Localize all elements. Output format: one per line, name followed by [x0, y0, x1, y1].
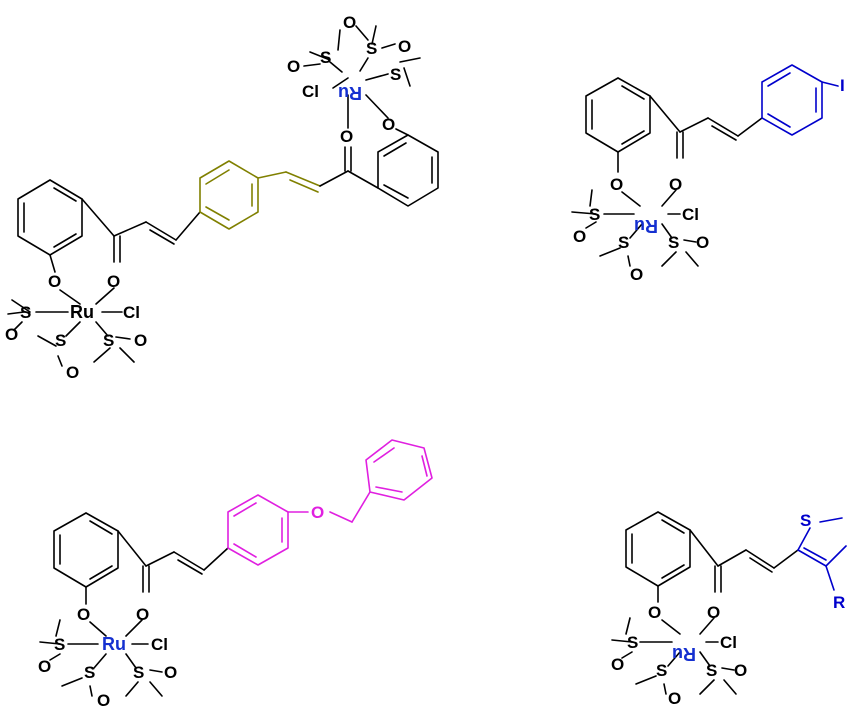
lower-ru-center: O O Ru Cl S O S O S O [5, 272, 147, 382]
sulfur-label: S [366, 39, 377, 58]
sulfur-label: S [800, 511, 811, 530]
oxygen-label: O [164, 663, 177, 682]
oxygen-label: O [630, 265, 643, 284]
central-benzene-linker [199, 160, 321, 230]
sulfur-label: S [627, 633, 638, 652]
ruthenium-inverted-label: Ru [634, 216, 658, 236]
left-phenol-ring [17, 179, 201, 273]
phenol-ring [53, 512, 229, 605]
residue-label: R [833, 593, 845, 612]
chlorine-label: Cl [151, 635, 168, 654]
sulfur-label: S [133, 663, 144, 682]
molecule-benzyloxy-chalcone-complex: O O O Ru Cl S O [38, 439, 433, 706]
oxygen-label: O [38, 657, 51, 676]
ruthenium-label: Ru [102, 634, 126, 654]
sulfur-label: S [656, 661, 667, 680]
oxygen-label: O [343, 13, 356, 32]
molecule-iodo-chalcone-complex: I O O Ru Cl S O [571, 64, 845, 284]
phenol-ring [585, 77, 763, 173]
chlorine-label: Cl [123, 303, 140, 322]
chlorine-label: Cl [682, 205, 699, 224]
oxygen-label: O [669, 175, 682, 194]
oxygen-label: O [707, 603, 720, 622]
sulfur-label: S [84, 663, 95, 682]
oxygen-label: O [311, 503, 324, 522]
iodine-label: I [840, 76, 845, 95]
molecule-thienyl-chalcone-complex: S R O O Ru Cl S [611, 511, 847, 706]
oxygen-label: O [5, 325, 18, 344]
right-phenol-ring [319, 128, 439, 207]
oxygen-label: O [340, 127, 353, 146]
iodophenyl-ring [761, 64, 839, 136]
ru-center: O O Ru Cl S O S O S O [38, 605, 177, 706]
sulfur-label: S [55, 331, 66, 350]
ru-center: O O Ru Cl S O S O S O [571, 175, 709, 284]
ru-center: O O Ru Cl S O S O S O [611, 603, 747, 706]
oxygen-label: O [134, 331, 147, 350]
sulfur-label: S [668, 233, 679, 252]
sulfur-label: S [589, 205, 600, 224]
oxygen-label: O [382, 115, 395, 134]
phenol-ring [625, 511, 799, 603]
sulfur-label: S [706, 661, 717, 680]
sulfur-label: S [618, 233, 629, 252]
ruthenium-inverted-label: Ru [338, 83, 362, 103]
sulfur-label: S [54, 635, 65, 654]
ruthenium-label: Ru [70, 302, 94, 322]
oxygen-label: O [668, 689, 681, 706]
benzyloxyphenyl-ring [227, 439, 433, 566]
oxygen-label: O [48, 272, 61, 291]
molecule-bis-chalcone-complex: O O Ru Cl S O S O S O [5, 13, 439, 382]
oxygen-label: O [696, 233, 709, 252]
sulfur-label: S [320, 48, 331, 67]
oxygen-label: O [573, 227, 586, 246]
oxygen-label: O [398, 37, 411, 56]
oxygen-label: O [610, 175, 623, 194]
oxygen-label: O [66, 363, 79, 382]
oxygen-label: O [648, 603, 661, 622]
oxygen-label: O [77, 605, 90, 624]
oxygen-label: O [287, 57, 300, 76]
upper-ru-center: O O Cl Ru S O O S O S [287, 13, 421, 146]
sulfur-label: S [103, 331, 114, 350]
oxygen-label: O [611, 655, 624, 674]
sulfur-label: S [390, 65, 401, 84]
chlorine-label: Cl [720, 633, 737, 652]
oxygen-label: O [734, 661, 747, 680]
oxygen-label: O [97, 691, 110, 706]
thiophene-ring [797, 517, 847, 591]
chlorine-label: Cl [302, 82, 319, 101]
oxygen-label: O [136, 605, 149, 624]
sulfur-label: S [20, 303, 31, 322]
ruthenium-inverted-label: Ru [672, 644, 696, 664]
oxygen-label: O [107, 272, 120, 291]
